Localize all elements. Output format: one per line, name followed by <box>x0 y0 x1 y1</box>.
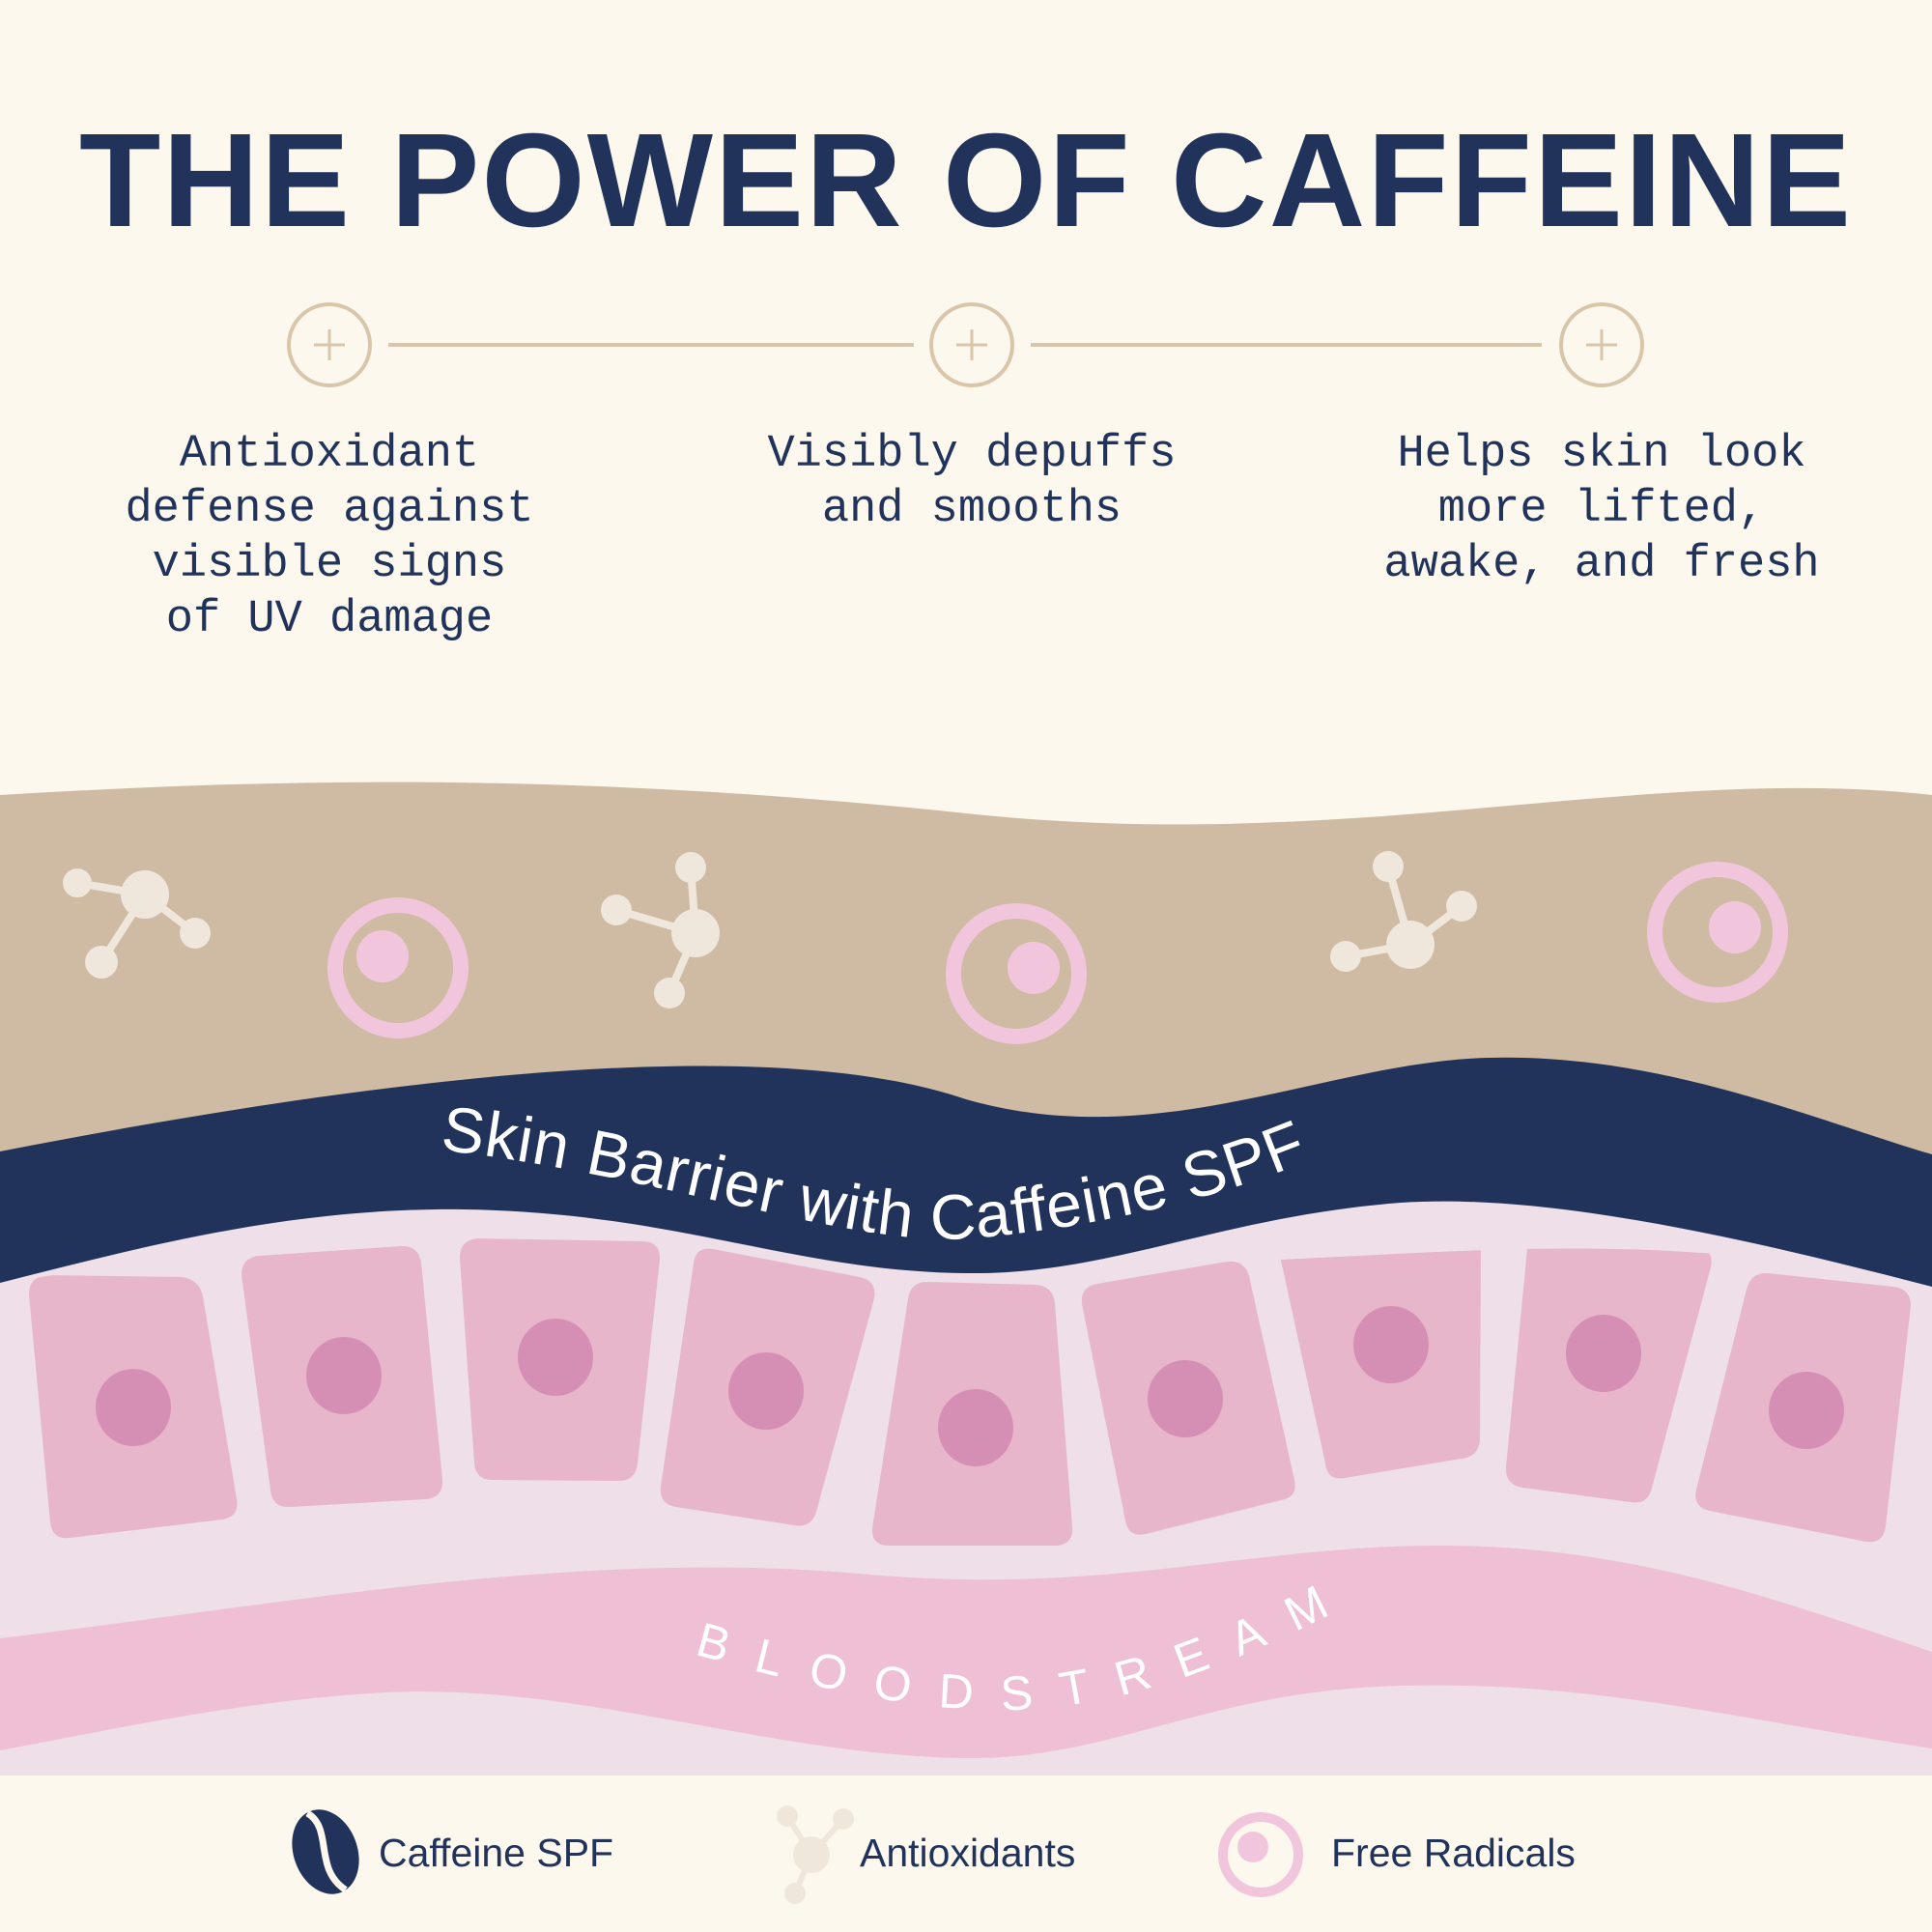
cell-nucleus <box>306 1337 382 1414</box>
free-radical-legend-icon <box>1218 1812 1303 1897</box>
cell-nucleus <box>728 1352 804 1430</box>
benefit-text-antioxidant: Antioxidant defense against visible sign… <box>125 429 534 645</box>
skin-barrier-band <box>0 1057 1932 1287</box>
plus-icon <box>287 302 372 387</box>
legend-label-caffeine-spf: Caffeine SPF <box>379 1831 614 1875</box>
molecule-icon <box>777 1805 854 1904</box>
cell-nucleus <box>1769 1372 1844 1449</box>
antioxidant-molecule-icon <box>63 868 211 979</box>
free-radical-icon <box>1647 862 1788 1003</box>
antioxidant-molecule-icon <box>1330 851 1477 972</box>
coffee-bean-icon <box>292 1809 359 1894</box>
cell-nucleus <box>938 1389 1013 1466</box>
benefit-text-depuffs: Visibly depuffs and smooths <box>767 429 1177 535</box>
skin-cells <box>29 1218 1911 1546</box>
benefit-text-lifted: Helps skin look more lifted, awake, and … <box>1383 429 1820 590</box>
antioxidant-molecule-icon <box>601 852 720 1009</box>
legend-label-antioxidants: Antioxidants <box>860 1831 1076 1875</box>
free-radical-icon <box>327 897 469 1038</box>
plus-icon <box>1559 302 1644 387</box>
plus-icon <box>929 302 1014 387</box>
cell-nucleus <box>1353 1306 1429 1383</box>
free-radical-icon <box>946 903 1087 1044</box>
cell-nucleus <box>1148 1360 1223 1437</box>
bloodstream-band <box>0 1545 1932 1759</box>
cell-nucleus <box>518 1319 593 1396</box>
cell-nucleus <box>96 1369 171 1446</box>
cell-nucleus <box>1566 1315 1641 1392</box>
legend-label-free-radicals: Free Radicals <box>1331 1831 1576 1875</box>
page-title: THE POWER OF CAFFEINE <box>79 106 1853 255</box>
